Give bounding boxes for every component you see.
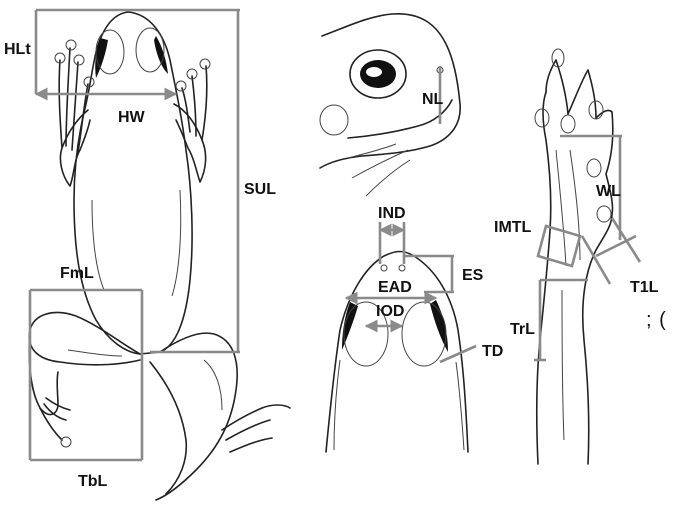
label-ead: EAD xyxy=(378,279,412,296)
label-wl: WL xyxy=(596,183,621,200)
label-iod: IOD xyxy=(376,303,404,320)
right-arm xyxy=(174,104,206,182)
t1l-right-tick xyxy=(612,218,640,262)
right-finger-pad-1 xyxy=(200,59,210,69)
imtl-box xyxy=(538,226,580,266)
toe-pad-6 xyxy=(597,206,611,222)
cropped-caption-fragment: ; ( xyxy=(646,309,667,332)
dorsal-frog-illustration xyxy=(29,12,290,500)
toe-pad-3 xyxy=(561,115,575,133)
nostril-right xyxy=(399,265,405,271)
td-measure-line xyxy=(440,346,476,362)
label-ind: IND xyxy=(378,205,406,222)
back-line-right xyxy=(172,190,181,296)
label-sul: SUL xyxy=(244,181,276,198)
lateral-eye-highlight xyxy=(366,67,382,77)
left-thigh-line xyxy=(68,350,122,356)
dorsal-head-illustration xyxy=(326,222,476,452)
label-trl: TrL xyxy=(510,321,535,338)
back-line-left xyxy=(92,200,104,290)
label-fml: FmL xyxy=(60,265,94,282)
right-leg-line xyxy=(204,360,222,410)
right-thigh xyxy=(156,333,237,500)
label-hw: HW xyxy=(118,109,146,126)
left-finger-pad-2 xyxy=(66,40,76,50)
left-toe-pad xyxy=(61,437,71,447)
label-hlt: HLt xyxy=(4,41,31,58)
label-imtl: IMTL xyxy=(494,219,532,236)
label-nl: NL xyxy=(422,91,444,108)
head-dark-patch-right xyxy=(154,36,168,74)
toe-pad-5 xyxy=(587,159,601,177)
label-t1l: T1L xyxy=(630,279,659,296)
nostril-left xyxy=(381,265,387,271)
right-hand-fingers xyxy=(182,66,207,140)
right-shank xyxy=(150,362,186,494)
frog-body-outline xyxy=(74,12,192,354)
left-shank xyxy=(29,330,58,415)
tympanum xyxy=(320,105,348,135)
dorsal-measurements xyxy=(30,10,240,460)
label-es: ES xyxy=(462,267,484,284)
foot-tendons xyxy=(556,150,580,440)
left-finger-pad-3 xyxy=(74,55,84,65)
foot-illustration xyxy=(534,49,640,464)
foot-outline xyxy=(537,92,612,464)
left-thigh xyxy=(29,312,140,364)
label-td: TD xyxy=(482,343,503,360)
left-foot xyxy=(40,398,70,440)
label-tbl: TbL xyxy=(78,473,108,490)
right-foot xyxy=(222,405,290,452)
toe-pad-2 xyxy=(535,109,549,127)
measurement-labels: HLt HW SUL FmL TbL NL IND ES EAD IOD TD … xyxy=(4,41,659,490)
left-hand-fingers xyxy=(59,48,88,152)
dorsal-side-lines xyxy=(334,360,464,450)
dorsal-eye-right xyxy=(402,302,446,366)
right-finger-pad-3 xyxy=(176,81,186,91)
